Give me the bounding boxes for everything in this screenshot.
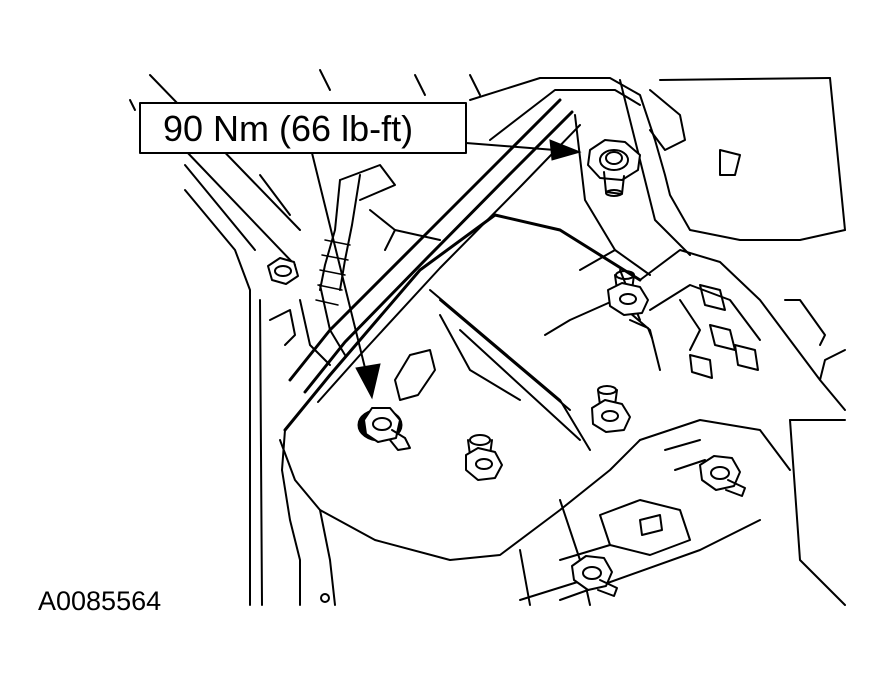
upper-center-nut — [607, 270, 653, 339]
tube-assembly — [288, 98, 581, 403]
lower-right-nut — [571, 555, 618, 597]
center-nut-3 — [591, 385, 631, 433]
callout-leader-lower — [311, 152, 381, 400]
upper-right-nut — [587, 139, 641, 197]
torque-callout: 90 Nm (66 lb-ft) — [139, 102, 467, 154]
upper-bracket — [469, 77, 846, 276]
right-nut — [699, 455, 746, 497]
center-nut-2 — [465, 434, 503, 481]
wiring-harness — [299, 164, 441, 366]
left-frame-nut — [267, 257, 299, 285]
callout-leader-upper — [465, 139, 582, 161]
torque-callout-label: 90 Nm (66 lb-ft) — [163, 108, 413, 149]
right-side-components — [519, 249, 846, 606]
figure-id: A0085564 — [38, 586, 161, 616]
engine-block — [279, 213, 661, 561]
center-left-nut — [357, 349, 436, 451]
lower-left-structure — [269, 309, 336, 606]
